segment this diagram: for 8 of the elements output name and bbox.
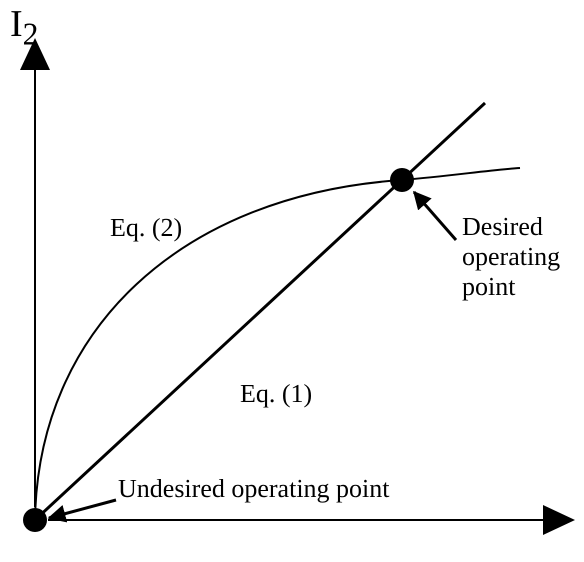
- curve-label: Eq. (1): [240, 378, 312, 410]
- operating-point-dot: [390, 168, 414, 192]
- leader-arrow: [48, 498, 116, 522]
- callout-text: Undesired operating point: [118, 474, 418, 504]
- operating-point-dot: [23, 508, 47, 532]
- leader-arrow: [412, 190, 458, 241]
- callout-text: Desired operating point: [462, 212, 580, 302]
- curve-label: Eq. (2): [110, 212, 182, 244]
